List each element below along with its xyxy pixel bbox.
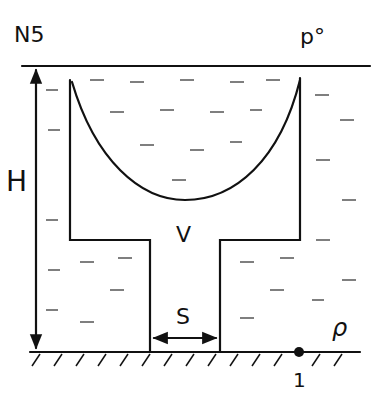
density-label: ρ <box>332 316 347 340</box>
area-arrow <box>154 337 216 339</box>
pressure-label: p° <box>300 26 325 48</box>
liquid-dashes <box>46 80 356 322</box>
volume-label: V <box>176 224 191 246</box>
vessel-bowl <box>72 80 300 200</box>
liquid-surface <box>22 65 370 67</box>
vessel-wall <box>70 80 150 352</box>
height-label: H <box>6 168 27 196</box>
area-label: S <box>176 306 190 328</box>
point-label: 1 <box>293 370 306 390</box>
floor-line <box>30 351 360 353</box>
point-dot <box>294 347 304 357</box>
problem-number: N5 <box>14 24 44 46</box>
floor-hatching <box>32 354 342 366</box>
height-arrow <box>35 70 37 348</box>
